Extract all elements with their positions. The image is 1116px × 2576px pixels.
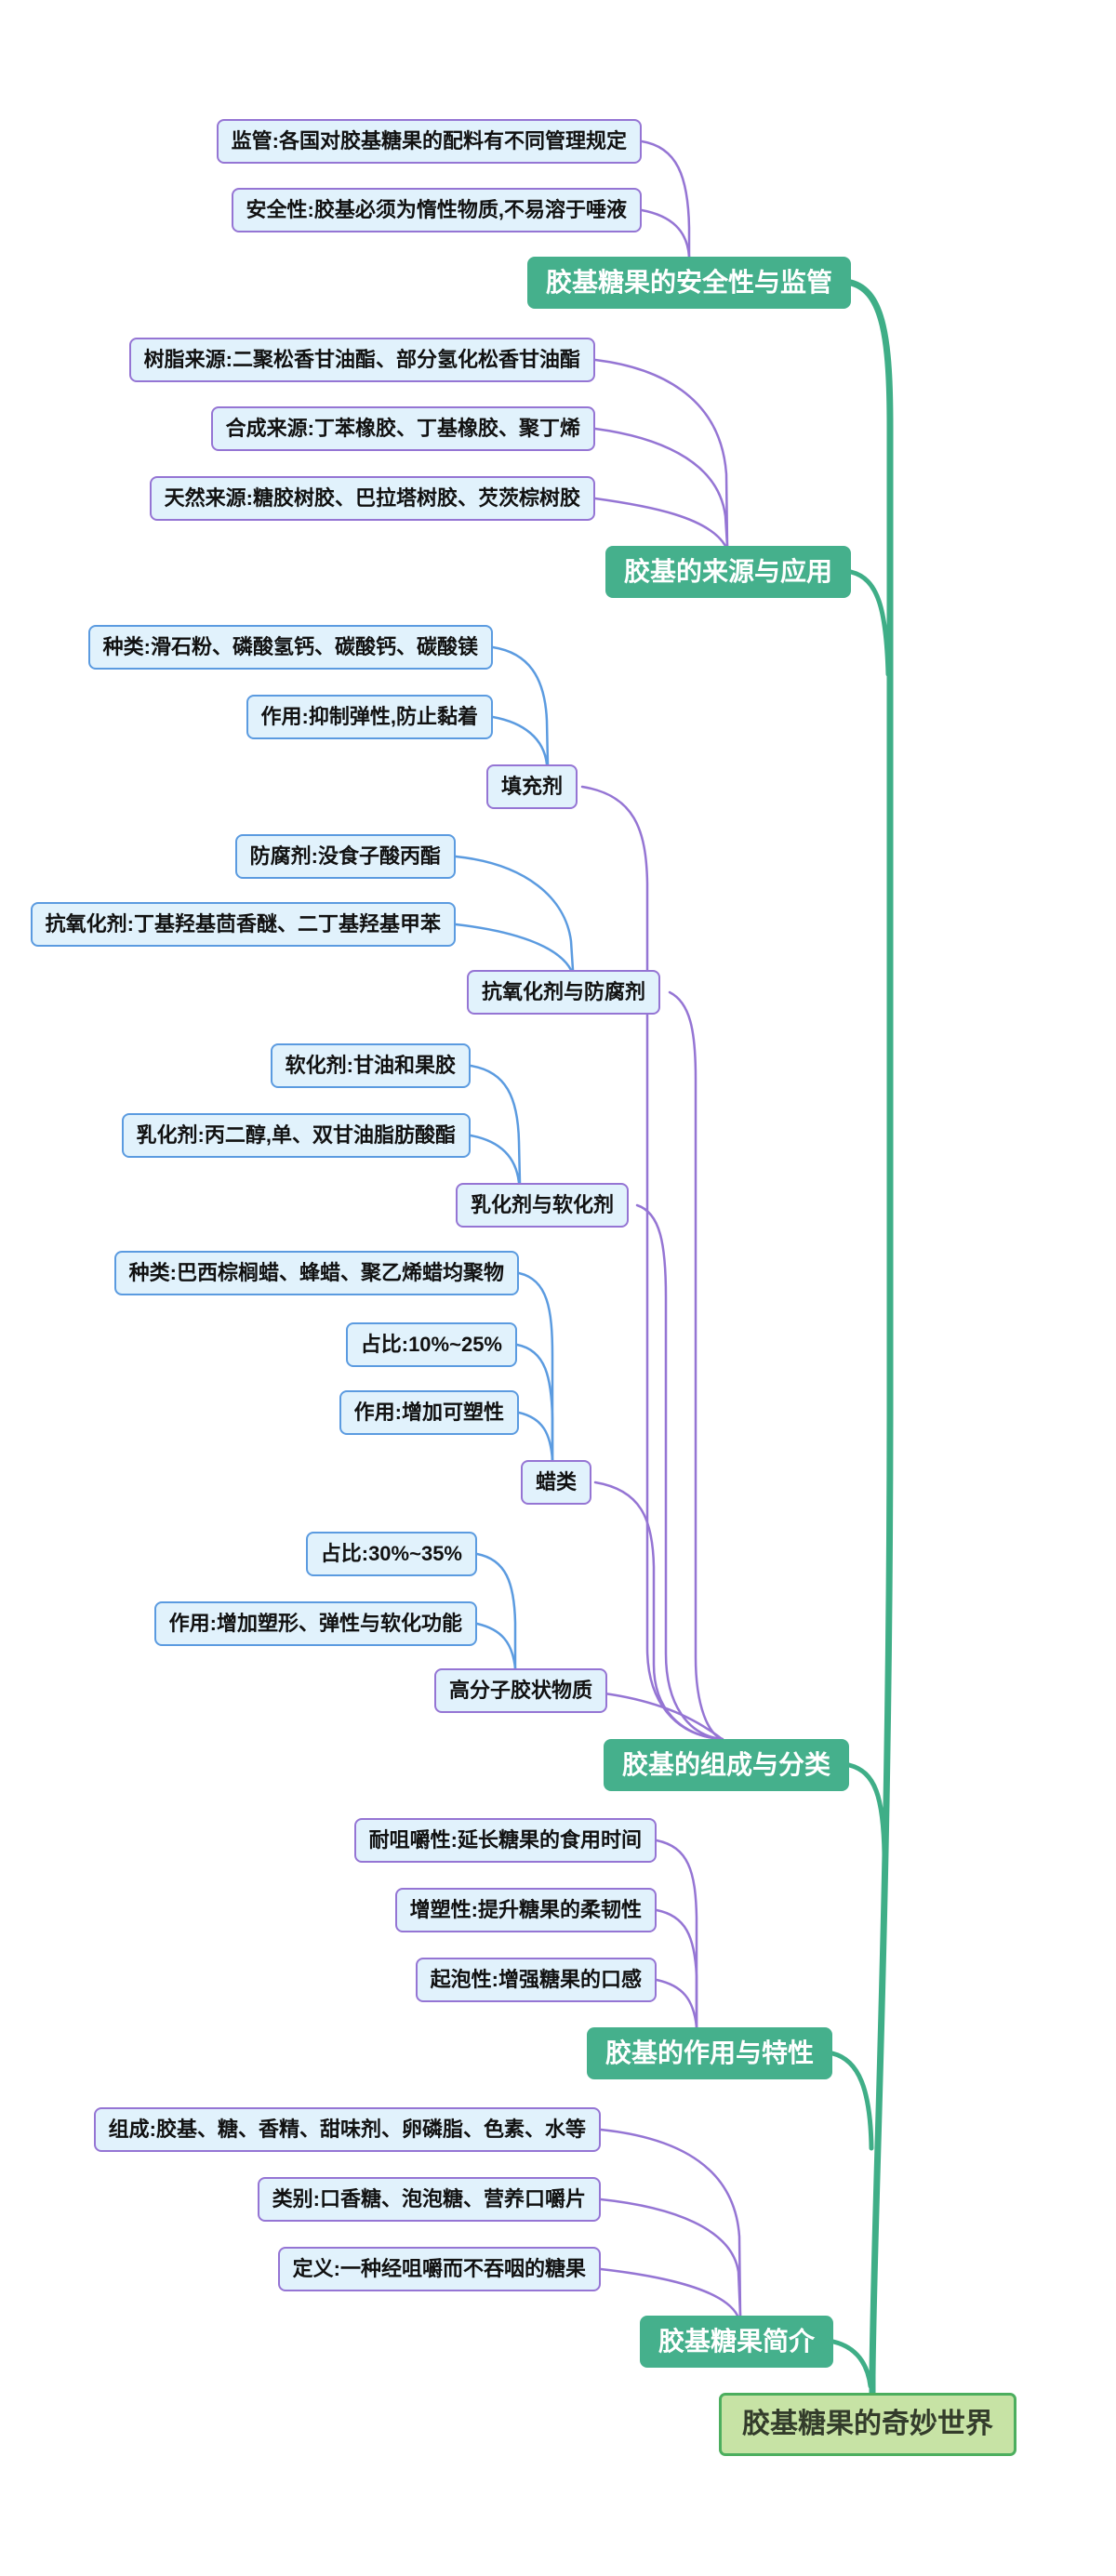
node-chewiness[interactable]: 耐咀嚼性:延长糖果的食用时间 xyxy=(353,1818,657,1863)
group-wax[interactable]: 蜡类 xyxy=(521,1460,592,1505)
node-synthetic-source[interactable]: 合成来源:丁苯橡胶、丁基橡胶、聚丁烯 xyxy=(210,406,595,451)
group-emulsifier-softener[interactable]: 乳化剂与软化剂 xyxy=(456,1183,630,1228)
node-polymer-ratio[interactable]: 占比:30%~35% xyxy=(305,1532,477,1576)
node-definition[interactable]: 定义:一种经咀嚼而不吞咽的糖果 xyxy=(277,2247,601,2291)
node-regulation[interactable]: 监管:各国对胶基糖果的配料有不同管理规定 xyxy=(216,119,642,164)
group-filler[interactable]: 填充剂 xyxy=(486,764,578,809)
node-foaming[interactable]: 起泡性:增强糖果的口感 xyxy=(415,1958,657,2002)
node-safety[interactable]: 安全性:胶基必须为惰性物质,不易溶于唾液 xyxy=(231,188,642,232)
node-filler-types[interactable]: 种类:滑石粉、磷酸氢钙、碳酸钙、碳酸镁 xyxy=(87,625,493,670)
node-preservative[interactable]: 防腐剂:没食子酸丙酯 xyxy=(234,834,456,879)
node-resin-source[interactable]: 树脂来源:二聚松香甘油酯、部分氢化松香甘油酯 xyxy=(128,338,595,382)
section-function-properties[interactable]: 胶基的作用与特性 xyxy=(586,2027,832,2079)
root-node[interactable]: 胶基糖果的奇妙世界 xyxy=(719,2393,1016,2456)
node-composition[interactable]: 组成:胶基、糖、香精、甜味剂、卵磷脂、色素、水等 xyxy=(93,2107,601,2152)
group-antioxidant-preservative[interactable]: 抗氧化剂与防腐剂 xyxy=(467,970,661,1015)
node-wax-function[interactable]: 作用:增加可塑性 xyxy=(339,1390,519,1435)
trunk-curve xyxy=(847,279,894,2398)
node-antioxidant[interactable]: 抗氧化剂:丁基羟基茴香醚、二丁基羟基甲苯 xyxy=(30,902,456,947)
node-plasticity[interactable]: 增塑性:提升糖果的柔韧性 xyxy=(394,1888,657,1932)
node-wax-types[interactable]: 种类:巴西棕榈蜡、蜂蜡、聚乙烯蜡均聚物 xyxy=(113,1251,519,1295)
node-polymer-function[interactable]: 作用:增加塑形、弹性与软化功能 xyxy=(153,1601,477,1646)
node-natural-source[interactable]: 天然来源:糖胶树胶、巴拉塔树胶、芡茨棕树胶 xyxy=(149,476,595,521)
section-safety-regulation[interactable]: 胶基糖果的安全性与监管 xyxy=(526,257,851,309)
section-source-application[interactable]: 胶基的来源与应用 xyxy=(604,546,851,598)
node-softener[interactable]: 软化剂:甘油和果胶 xyxy=(270,1043,471,1088)
node-emulsifier[interactable]: 乳化剂:丙二醇,单、双甘油脂肪酸酯 xyxy=(121,1113,471,1158)
section-intro[interactable]: 胶基糖果简介 xyxy=(639,2316,833,2368)
node-wax-ratio[interactable]: 占比:10%~25% xyxy=(345,1322,517,1367)
node-categories[interactable]: 类别:口香糖、泡泡糖、营养口嚼片 xyxy=(257,2177,601,2222)
node-filler-function[interactable]: 作用:抑制弹性,防止黏着 xyxy=(246,695,493,739)
group-polymer[interactable]: 高分子胶状物质 xyxy=(434,1668,608,1713)
section-composition-classification[interactable]: 胶基的组成与分类 xyxy=(603,1739,849,1791)
